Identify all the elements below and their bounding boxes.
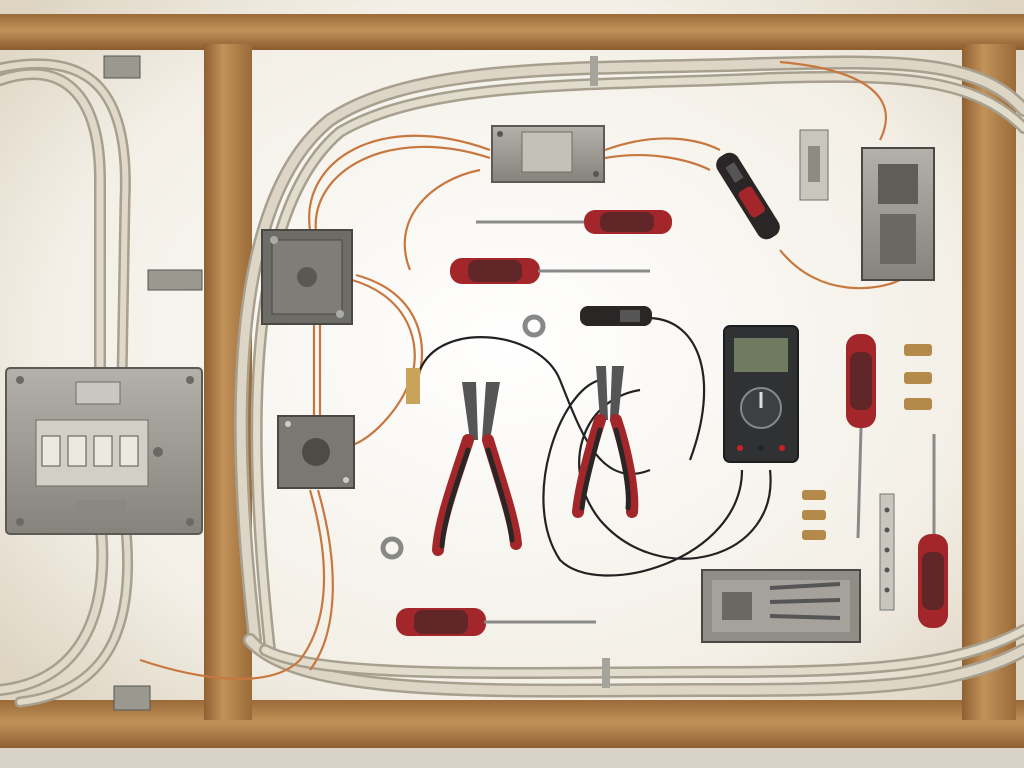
junction-box-right [861, 147, 935, 281]
breaker-panel [5, 367, 203, 535]
parts-tray [701, 569, 861, 643]
copper-wires [139, 60, 901, 680]
junction-box-top [491, 125, 605, 183]
frame-bottom-beam [0, 700, 1024, 750]
meter-leads [418, 316, 772, 577]
screwdriver-vertical-right [846, 334, 876, 539]
screwdriver-top [476, 210, 672, 234]
cables [0, 55, 1024, 708]
pliers-left [432, 382, 522, 556]
pliers-right [572, 366, 639, 518]
breaker-switch [41, 435, 61, 467]
junction-box-left-lower [277, 415, 355, 489]
breaker-switch [67, 435, 87, 467]
hardware-items [103, 55, 932, 711]
multimeter [723, 325, 799, 463]
probe-tester [580, 306, 652, 326]
junction-box-left-upper [261, 229, 353, 325]
voltage-tester-pen [716, 152, 780, 240]
screwdriver-middle [450, 258, 650, 284]
small-bracket [799, 129, 829, 201]
screwdriver-vertical-far-right [918, 434, 948, 628]
wooden-frame [0, 14, 1024, 768]
breaker-switch [93, 435, 113, 467]
frame-right-stud [962, 44, 1016, 720]
breaker-switch [119, 435, 139, 467]
panel-label-plate [75, 381, 121, 405]
screwdriver-bottom [396, 608, 596, 636]
frame-top-beam [0, 14, 1024, 50]
multimeter-screen [734, 338, 788, 372]
